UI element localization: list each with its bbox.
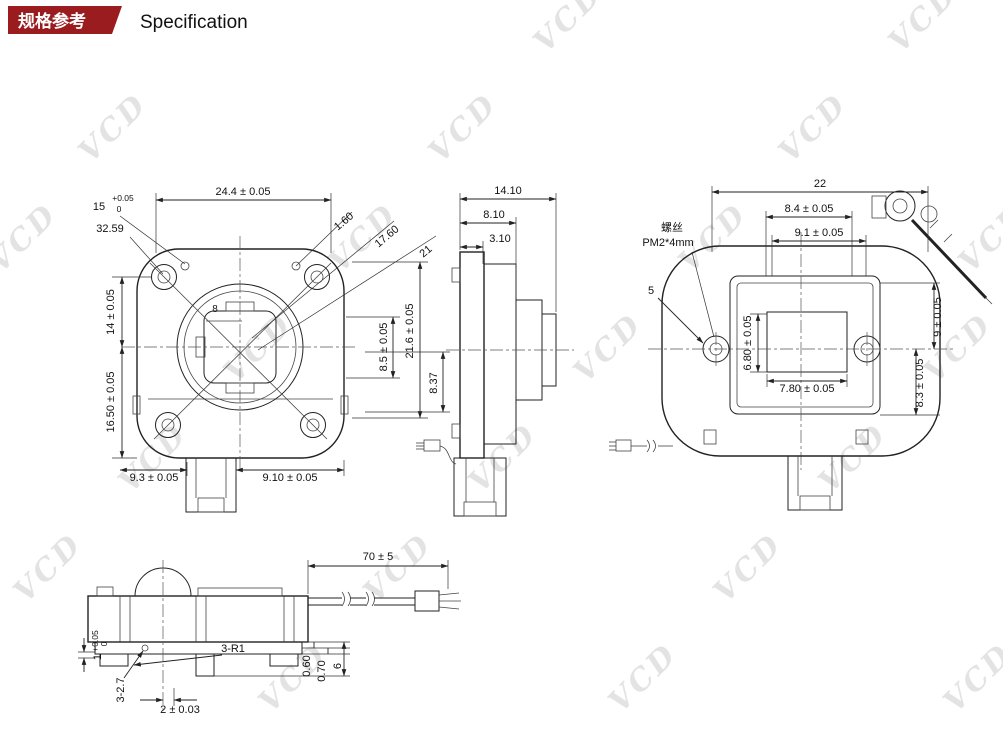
pilot-hole-left [180,261,190,271]
page-title-cn: 规格参考 [18,11,86,32]
dim-15-tol-bot: 0 [117,204,122,214]
dim-15-tol-top: +0.05 [112,193,134,203]
watermark-text: VCD [952,197,1003,280]
dim-8-5: 8.5 ± 0.05 [378,323,390,372]
screw-boss-bottom-left [155,412,181,438]
watermark-text: VCD [707,527,790,610]
dim-1: 1 [92,654,104,660]
watermark-text: VCD [72,87,155,170]
watermark-text: VCD [357,527,440,610]
label-screw-cn: 螺丝 [661,221,683,234]
dim-8-37: 8.37 [428,372,440,393]
wire-connector-small [416,439,457,465]
bottom-body [87,595,309,643]
dim-15: 15 [93,201,105,213]
watermark-text: VCD [917,307,1000,390]
label-5: 5 [648,285,654,297]
dim-1-tol-top: +0.05 [90,630,100,652]
side-back-plate [459,251,485,459]
dim-9-3: 9.3 ± 0.05 [130,472,179,484]
dim-3-2-7: 3-2.7 [115,677,127,702]
watermark-text: VCD [7,527,90,610]
bottom-view: 70 ± 5 3-R1 0.60 0.70 6 1 +0.05 0 3-2.7 … [78,551,461,716]
pilot-hole-right [291,261,301,271]
dim-0-70: 0.70 [316,660,328,681]
dim-70: 70 ± 5 [363,551,394,563]
watermark-layer: VCD VCD VCD VCD VCD VCD VCD VCD VCD VCD … [0,0,1003,720]
dim-3-r1: 3-R1 [221,643,245,655]
dim-9-1: 9.1 ± 0.05 [795,227,844,239]
watermark-text: VCD [527,0,610,60]
base-plate [94,641,303,655]
dim-8-3: 8.3 ± 0.05 [914,359,926,408]
dim-8-10: 8.10 [483,209,504,221]
header-red-banner [8,6,122,34]
header: 规格参考 Specification [8,6,248,34]
sensor-window [766,311,848,373]
center-boss [195,653,215,677]
watermark-text: VCD [882,0,965,60]
dim-width-top: 24.4 ± 0.05 [216,186,271,198]
label-screw-spec: PM2*4mm [642,237,693,249]
watermark-text: VCD [812,417,895,500]
dim-1-tol-group: 1 +0.05 0 [90,630,109,660]
dim-14: 14 ± 0.05 [105,289,117,335]
dim-9-10: 9.10 ± 0.05 [263,472,318,484]
watermark-text: VCD [602,637,685,720]
sensor-frame-outer [729,275,881,415]
dim-16-50: 16.50 ± 0.05 [105,371,117,432]
dim-21: 21 [418,243,435,260]
cable-connector [414,590,440,612]
dim-7-80: 7.80 ± 0.05 [780,383,835,395]
dim-14-10: 14.10 [494,185,522,197]
side-view: 14.10 8.10 3.10 [416,185,574,517]
watermark-text: VCD [0,197,65,280]
dim-32-59: 32.59 [96,223,124,235]
dim-3-10: 3.10 [489,233,510,245]
back-view: 螺丝 PM2*4mm 5 22 8.4 ± 0.05 9.1 ± 0.05 9 … [609,178,993,511]
dim-22: 22 [814,178,826,190]
wire-connector-back [609,439,673,453]
cable-assembly [308,590,461,612]
dim-2: 2 ± 0.03 [160,704,200,716]
mounting-hole [141,644,149,652]
dim-9: 9 ± 0.05 [932,297,944,337]
watermark-text: VCD [422,87,505,170]
watermark-text: VCD [772,87,855,170]
screw-boss-top-right [304,264,330,290]
dim-6-80: 6.80 ± 0.05 [742,316,754,371]
watermark-text: VCD [937,637,1003,720]
dim-8-4: 8.4 ± 0.05 [785,203,834,215]
front-body-outline [136,248,345,459]
dim-8: 8 [212,304,218,315]
screw-boss-bottom-right [300,412,326,438]
dim-0-60: 0.60 [301,655,313,676]
watermark-text: VCD [567,307,650,390]
sensor-frame-inner [736,282,874,408]
dim-1-tol-bot: 0 [99,641,109,646]
screw-boss-top-left [151,264,177,290]
front-bottom-tab [185,457,237,513]
page-title-en: Specification [140,12,248,33]
dim-6-height: 6 [332,663,344,669]
dim-21-6: 21.6 ± 0.05 [404,304,416,359]
